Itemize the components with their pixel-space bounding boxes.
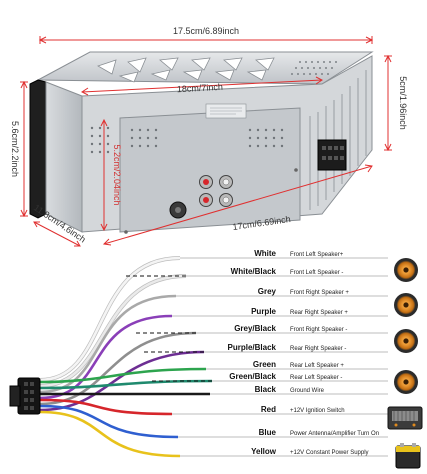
screw-hole [124,230,128,234]
wire-function-label: +12V Ignition Switch [290,408,345,414]
dim-line-inner-width [81,79,323,93]
dim-label-inner-width: 18cm/7inch [177,82,223,94]
wire-function-label: Front Left Speaker+ [290,252,344,258]
front-dot-grid [90,126,284,154]
sticker-lines [210,107,242,115]
dim-label-left-height: 5.6cm/2.2inch [10,121,20,177]
harness-connector [9,377,41,415]
chassis-left-side [45,81,83,233]
top-dot-grid [291,61,337,75]
wire-red [39,398,173,416]
speaker-icon [394,258,418,282]
dim-label-top-width: 17.5cm/6.89inch [173,26,239,36]
wire-function-label: Rear Right Speaker - [290,346,346,352]
wire-color-label: Purple/Black [228,343,277,352]
wire-function-label: Rear Right Speaker + [290,310,348,316]
wire-blue [39,404,179,439]
wire-function-label: Front Right Speaker - [290,327,347,333]
wire-function-label: Rear Left Speaker + [290,363,344,369]
iso-connector-pins [322,146,344,160]
wire-function-label: Front Right Speaker + [290,290,349,296]
wire-color-label: Black [255,385,277,394]
rca-jacks [199,175,233,207]
amplifier-icon [387,406,423,430]
speaker-icon [394,293,418,317]
wire-color-label: Green/Black [229,372,276,381]
wire-color-label: White [254,249,276,258]
wire-color-label: Purple [251,307,276,316]
radio-unit [29,51,374,234]
dim-line-depth [33,221,81,247]
wire-white [39,256,181,382]
wire-color-label: Green [253,360,276,369]
wire-function-label: Front Left Speaker - [290,270,343,276]
speaker-icon [394,370,418,394]
wire-function-label: +12V Constant Power Supply [290,450,369,456]
wire-green [39,367,207,384]
dim-label-right-height: 5cm/1.96inch [398,76,408,130]
speaker-icon [394,329,418,353]
dim-line-bottom-depth [103,165,373,245]
wire-color-label: Blue [259,428,277,437]
wire-yellow [39,410,181,458]
dimension-lines [20,36,392,247]
wire-function-label: Ground Wire [290,388,325,394]
wire-color-label: Red [261,405,276,414]
dim-label-inner-height: 5.2cm/2.04inch [112,144,122,205]
wire-harness [39,256,213,458]
wire-color-label: Grey [258,287,277,296]
wire-outline [39,256,181,382]
faceplate [29,79,47,219]
wire-color-label: Grey/Black [234,324,276,333]
battery-icon [395,443,421,469]
wire-function-label: Power Antenna/Amplifier Turn On [290,431,379,437]
iso-connector [317,139,347,171]
wire-function-label: Rear Left Speaker - [290,375,342,381]
wire-color-label: White/Black [231,267,277,276]
screw-hole [294,168,298,172]
top-vents [97,57,275,83]
wire-color-label: Yellow [251,447,277,456]
